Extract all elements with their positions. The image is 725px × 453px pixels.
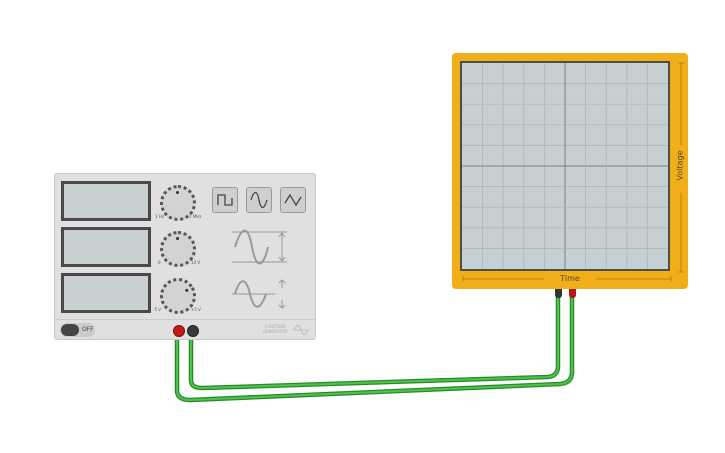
voltage-label: Voltage [675, 150, 685, 181]
brand-label: FUNCTION GENERATOR [262, 324, 288, 334]
square-wave-button[interactable] [212, 187, 238, 213]
control-strip: OFF FUNCTION GENERATOR [55, 319, 315, 340]
sine-wave-icon [250, 191, 268, 209]
voltage-axis-marker [678, 62, 684, 273]
time-axis-marker [462, 276, 672, 282]
amplitude-min-label: 0 [158, 260, 161, 265]
sine-wave-button[interactable] [246, 187, 272, 213]
power-label: OFF [82, 326, 94, 333]
function-generator-logo-icon [292, 325, 310, 335]
negative-probe[interactable] [555, 289, 562, 298]
offset-min-label: -5 V [153, 307, 161, 312]
frequency-knob[interactable] [160, 185, 196, 221]
time-label: Time [560, 274, 580, 283]
power-toggle[interactable]: OFF [60, 323, 95, 337]
positive-probe[interactable] [569, 289, 576, 298]
frequency-min-label: 1 Hz [155, 214, 164, 219]
amplitude-indicator-icon [232, 229, 287, 265]
negative-terminal[interactable] [187, 325, 199, 337]
oscilloscope[interactable]: Time Voltage [452, 53, 688, 289]
function-generator[interactable]: 1 Hz 1 MHz 0 10 V -5 V +5 V OFF FUNCTION… [54, 173, 316, 340]
triangle-wave-icon [284, 193, 302, 207]
square-wave-icon [217, 194, 233, 206]
triangle-wave-button[interactable] [280, 187, 306, 213]
offset-max-label: +5 V [191, 307, 201, 312]
offset-indicator-icon [232, 279, 286, 309]
offset-knob[interactable] [153, 271, 203, 321]
amplitude-knob[interactable] [160, 231, 196, 267]
oscilloscope-screen [460, 61, 670, 271]
amplitude-display [61, 227, 151, 267]
amplitude-max-label: 10 V [191, 260, 201, 265]
grid [462, 63, 668, 269]
offset-display [61, 273, 151, 313]
positive-terminal[interactable] [173, 325, 185, 337]
frequency-display [61, 181, 151, 221]
frequency-max-label: 1 MHz [189, 214, 202, 219]
